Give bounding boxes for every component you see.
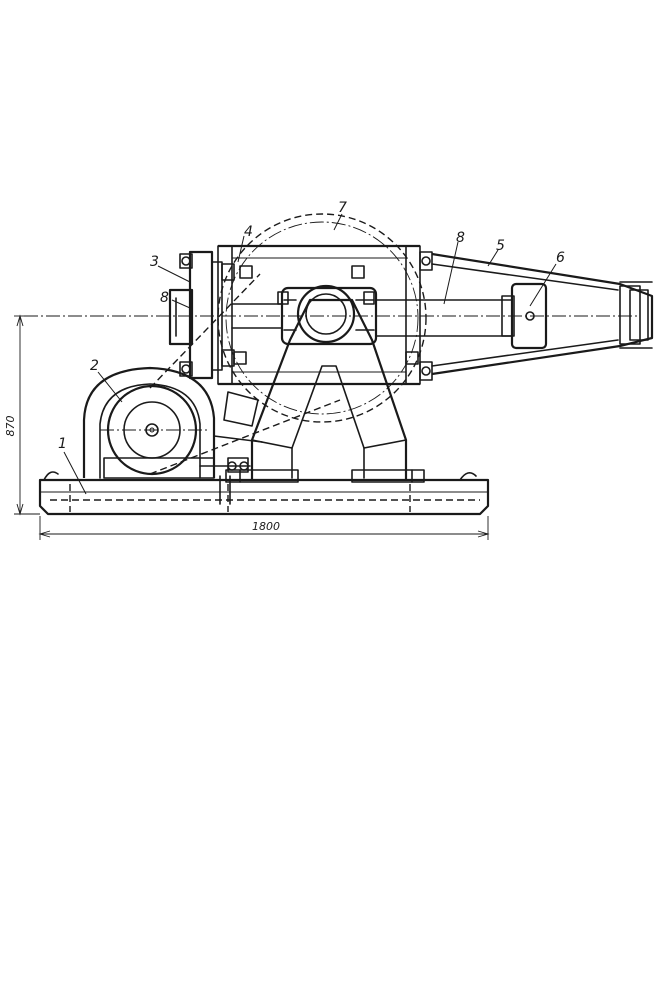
callout-8: 8 xyxy=(456,230,465,246)
callout-8-left: 8 xyxy=(160,290,169,306)
height-dimension-label: 870 xyxy=(4,416,17,437)
left-bearing-assembly xyxy=(170,252,234,378)
callout-3: 3 xyxy=(150,254,159,270)
callout-7: 7 xyxy=(338,200,347,216)
callout-1: 1 xyxy=(58,436,67,452)
callout-leaders xyxy=(64,214,556,494)
drum xyxy=(218,246,420,384)
callout-4: 4 xyxy=(244,224,253,240)
length-dimension-label: 1800 xyxy=(252,520,280,533)
callout-5: 5 xyxy=(496,238,505,254)
callout-6: 6 xyxy=(556,250,565,266)
height-dimension xyxy=(14,316,40,514)
electric-motor xyxy=(84,368,214,478)
cone xyxy=(432,254,652,374)
callout-2: 2 xyxy=(90,358,99,374)
